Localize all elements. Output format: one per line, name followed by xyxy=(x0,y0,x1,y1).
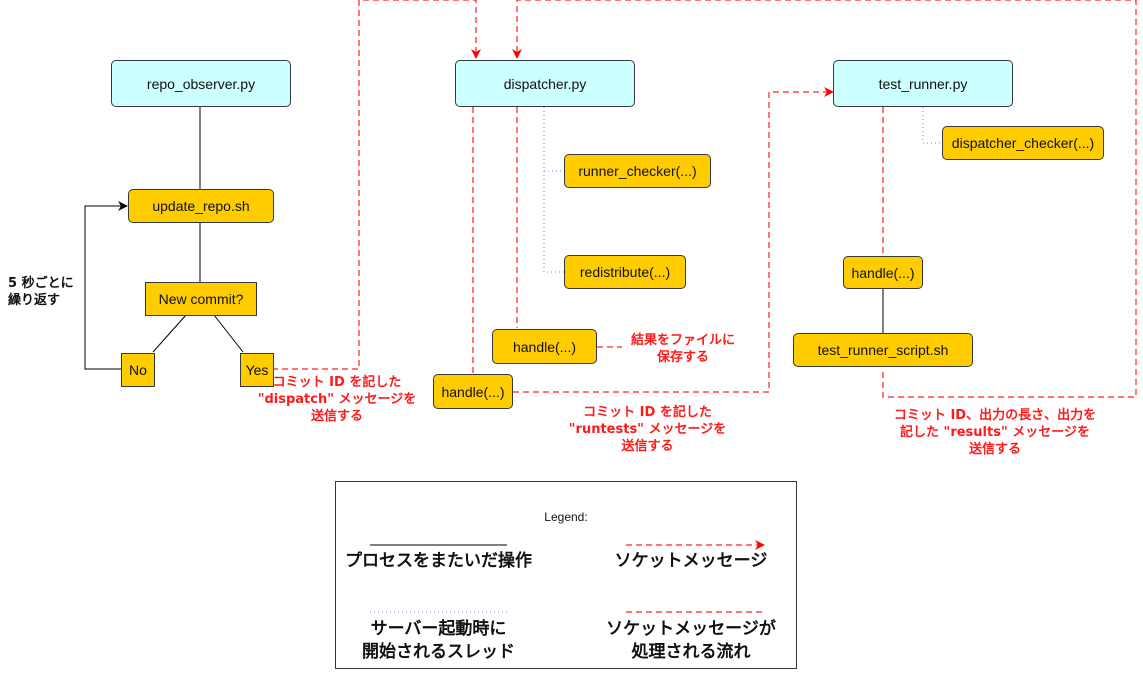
test-runner-script-node: test_runner_script.sh xyxy=(793,333,973,367)
redistribute-thread-line xyxy=(543,171,564,273)
new-commit-decision-node: New commit? xyxy=(145,282,257,316)
dispatcher-node: dispatcher.py xyxy=(455,60,635,107)
results-message-line xyxy=(512,0,1137,398)
results-message-annotation: コミット ID、出力の長さ、出力を 記した "results" メッセージを 送… xyxy=(893,408,1097,457)
update-repo-node: update_repo.sh xyxy=(128,189,274,223)
commit-to-yes-line xyxy=(213,314,244,353)
legend-label-message-flow: ソケットメッセージが 処理される流れ xyxy=(606,619,776,662)
commit-to-no-line xyxy=(152,314,187,353)
repeat-annotation: 5 秒ごとに 繰り返す xyxy=(8,276,74,308)
legend-label-startup-thread: サーバー起動時に 開始されるスレッド xyxy=(362,619,515,662)
legend-swatches xyxy=(370,540,765,613)
dispatcher-handle-results-node: handle(...) xyxy=(492,329,597,364)
legend-label-socket-message: ソケットメッセージ xyxy=(614,551,768,571)
save-result-annotation: 結果をファイルに 保存する xyxy=(630,333,735,365)
dispatcher-checker-thread-line xyxy=(922,107,942,144)
legend-box: Legend: プロセスをまたいだ操作 ソケットメッセージ サーバー起動時に 開… xyxy=(335,481,797,669)
yes-node: Yes xyxy=(240,353,274,387)
dispatch-message-line xyxy=(272,0,481,370)
no-node: No xyxy=(121,353,155,387)
legend-title: Legend: xyxy=(544,510,588,524)
runtests-message-annotation: コミット ID を記した "runtests" メッセージを 送信する xyxy=(568,405,727,454)
dispatch-message-annotation: コミット ID を記した "dispatch" メッセージを 送信する xyxy=(257,375,417,424)
dispatcher-handle-dispatch-node: handle(...) xyxy=(433,374,513,409)
dispatcher-checker-node: dispatcher_checker(...) xyxy=(942,126,1104,160)
repo-observer-node: repo_observer.py xyxy=(111,60,291,107)
runtests-message-line xyxy=(513,87,834,393)
repeat-loop-line xyxy=(84,201,128,370)
test-runner-handle-node: handle(...) xyxy=(843,256,923,289)
runner-checker-thread-line xyxy=(543,107,564,172)
legend-label-process-operation: プロセスをまたいだ操作 xyxy=(345,551,532,571)
redistribute-node: redistribute(...) xyxy=(564,255,686,289)
test-runner-node: test_runner.py xyxy=(833,60,1013,107)
runner-checker-node: runner_checker(...) xyxy=(564,154,711,188)
